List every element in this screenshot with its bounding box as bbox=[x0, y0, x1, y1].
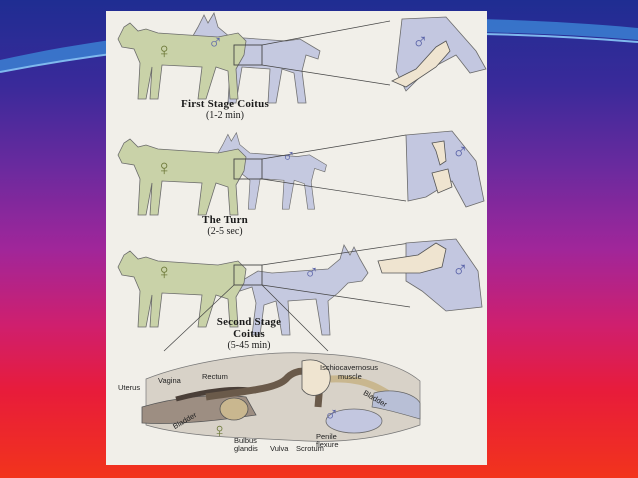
stage2-zoom-box bbox=[233, 158, 263, 180]
male-symbol-stage1: ♂ bbox=[208, 32, 223, 54]
female-symbol-anatomy: ♀ bbox=[212, 420, 227, 442]
stage3-zoom-box bbox=[233, 264, 263, 286]
male-symbol-detail1: ♂ bbox=[412, 29, 429, 54]
male-symbol-stage3: ♂ bbox=[304, 262, 319, 284]
mating-stages-illustration bbox=[117, 12, 487, 442]
diagram-panel: ♀ ♂ ♂ ♀ ♂ ♂ ♀ ♂ ♂ ♀ ♂ First Stage Coitus… bbox=[106, 11, 487, 465]
label-vulva: Vulva bbox=[270, 444, 289, 453]
stage1-dogs bbox=[117, 12, 391, 104]
label-rectum: Rectum bbox=[202, 372, 228, 381]
stage1-detail bbox=[391, 16, 487, 92]
stage1-title: First Stage Coitus bbox=[181, 98, 269, 110]
stage3-title-line2: Coitus bbox=[233, 328, 265, 340]
female-symbol-stage1: ♀ bbox=[156, 38, 173, 63]
label-bulbus: Bulbus bbox=[234, 436, 257, 445]
label-muscle: muscle bbox=[338, 372, 362, 381]
male-symbol-detail3: ♂ bbox=[452, 257, 469, 282]
label-penile: Penile bbox=[316, 432, 337, 441]
stage2-title: The Turn bbox=[202, 214, 248, 226]
anatomy-cross-section bbox=[141, 352, 421, 442]
stage2-duration: (2-5 sec) bbox=[207, 226, 243, 237]
stage1-zoom-box bbox=[233, 44, 263, 66]
label-flexure: flexure bbox=[316, 440, 339, 449]
stage3-duration: (5-45 min) bbox=[227, 340, 271, 351]
female-symbol-stage3: ♀ bbox=[156, 259, 173, 284]
female-symbol-stage2: ♀ bbox=[156, 155, 173, 180]
stage2-caption: The Turn (2-5 sec) bbox=[150, 214, 300, 237]
male-symbol-anatomy: ♂ bbox=[324, 404, 339, 426]
stage2-detail bbox=[405, 130, 485, 208]
stage3-dogs bbox=[117, 242, 411, 352]
label-ischiocavernosus: Ischiocavernosus bbox=[320, 363, 378, 372]
stage3-detail bbox=[377, 238, 483, 312]
male-symbol-detail2: ♂ bbox=[452, 139, 469, 164]
stage3-caption: Second Stage Coitus (5-45 min) bbox=[174, 316, 324, 351]
stage1-duration: (1-2 min) bbox=[205, 110, 245, 121]
male-symbol-stage2: ♂ bbox=[282, 146, 296, 166]
label-glandis: glandis bbox=[234, 444, 258, 453]
stage2-dogs bbox=[117, 132, 407, 216]
stage3-title-line1: Second Stage bbox=[216, 316, 282, 328]
label-uterus: Uterus bbox=[118, 383, 141, 392]
label-vagina: Vagina bbox=[158, 376, 181, 385]
stage1-caption: First Stage Coitus (1-2 min) bbox=[150, 98, 300, 121]
label-scrotum: Scrotum bbox=[296, 444, 324, 453]
